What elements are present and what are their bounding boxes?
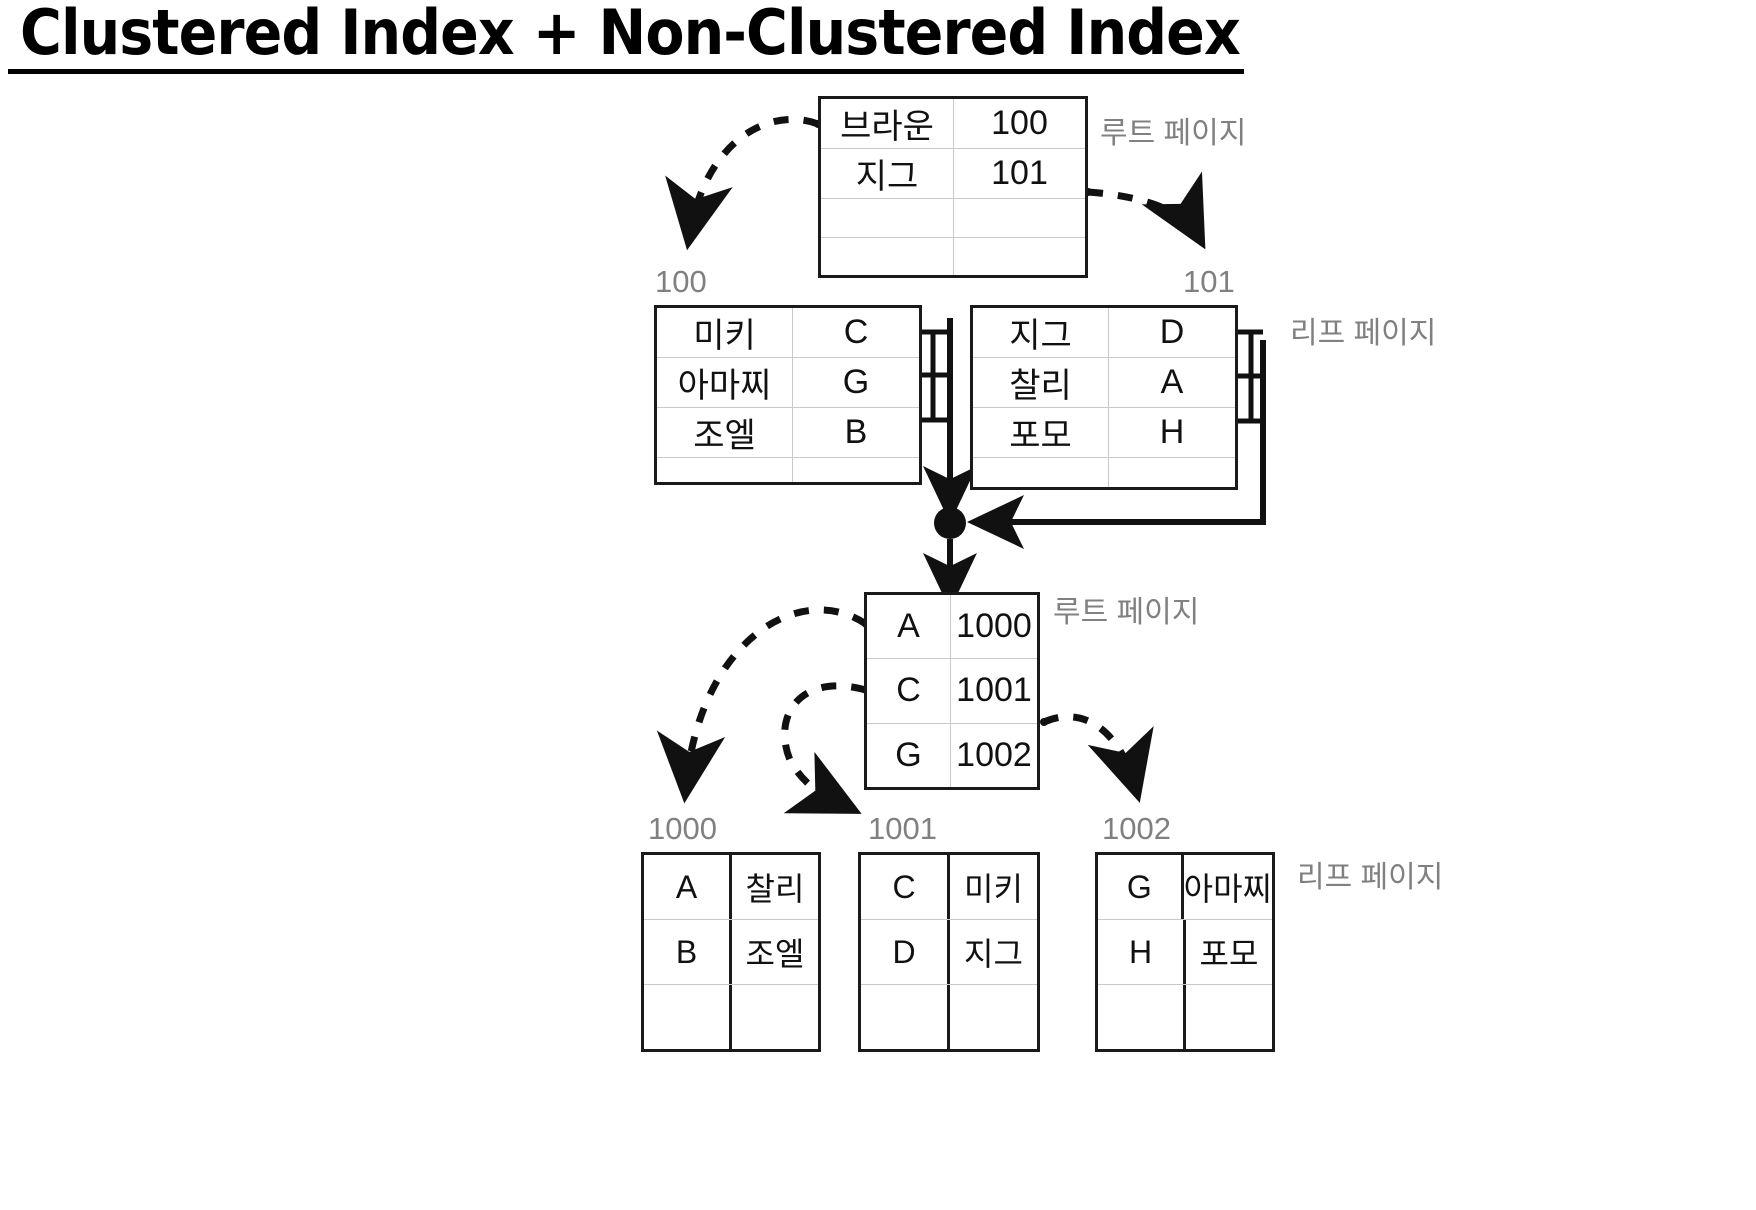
cell-key: 미키 xyxy=(657,308,793,357)
cell-key: A xyxy=(867,595,951,659)
cell-key: G xyxy=(867,723,951,787)
cell-value: 101 xyxy=(991,154,1048,192)
cell-key: C xyxy=(861,855,950,919)
page-title: Clustered Index + Non-Clustered Index xyxy=(20,0,1241,69)
clustered-root-table[interactable]: 브라운 100 지그 101 xyxy=(818,96,1088,278)
cell-key: B xyxy=(644,920,732,984)
cell-value: 1000 xyxy=(956,607,1032,646)
clustered-leaf-table-100[interactable]: 미키 C 아마찌 G 조엘 B xyxy=(654,305,922,485)
clustered-leaf-table-101[interactable]: 지그 D 찰리 A 포모 H xyxy=(970,305,1238,490)
cell-key xyxy=(644,985,732,1049)
cell-key xyxy=(973,458,1109,487)
table-row[interactable]: 브라운 100 xyxy=(821,99,1085,148)
cell-key: 조엘 xyxy=(657,408,793,457)
cell-value: D xyxy=(1159,313,1185,351)
table-row[interactable]: 지그 D xyxy=(973,308,1235,357)
arrow-root2-to-leaf1002 xyxy=(1040,713,1154,803)
arrow-root1-to-leaf101 xyxy=(1084,171,1206,250)
table-row[interactable]: 지그 101 xyxy=(821,148,1085,198)
cell-key: A xyxy=(644,855,732,919)
table-row[interactable]: C 미키 xyxy=(861,855,1037,919)
nonclustered-root-table[interactable]: A 1000 C 1001 G 1002 xyxy=(864,592,1040,790)
nonclustered-leaf-page-caption: 리프 페이지 xyxy=(1297,861,1444,894)
cell-value: 조엘 xyxy=(745,936,805,972)
table-row[interactable]: D 지그 xyxy=(861,919,1037,984)
table-row[interactable] xyxy=(861,984,1037,1049)
cell-key xyxy=(861,985,950,1049)
cell-value: H xyxy=(1159,413,1185,451)
cell-key xyxy=(657,458,793,482)
nonclustered-leaf-table-1002[interactable]: G 아마찌 H 포모 xyxy=(1095,852,1275,1052)
cell-value xyxy=(950,985,1037,1049)
cell-key: 지그 xyxy=(973,308,1109,357)
cell-value: 아마찌 xyxy=(1183,871,1272,907)
cell-value: A xyxy=(1160,363,1184,401)
cell-key xyxy=(821,199,954,237)
cell-value: 1002 xyxy=(956,735,1032,774)
nonclustered-leaf-table-1000[interactable]: A 찰리 B 조엘 xyxy=(641,852,821,1052)
table-row[interactable]: A 찰리 xyxy=(644,855,818,919)
cell-value: B xyxy=(844,413,868,451)
page-id-1001: 1001 xyxy=(868,811,937,846)
page-id-101: 101 xyxy=(1183,264,1235,299)
cell-value: C xyxy=(843,313,869,351)
cell-value xyxy=(793,458,919,482)
cell-value xyxy=(732,985,818,1049)
table-row[interactable]: A 1000 xyxy=(867,595,1037,659)
table-row[interactable] xyxy=(821,236,1085,276)
cell-key: D xyxy=(861,920,950,984)
table-row[interactable]: 조엘 B xyxy=(657,407,919,457)
cell-value xyxy=(954,238,1085,276)
page-id-100: 100 xyxy=(655,264,707,299)
arrow-root2-to-leaf1001 xyxy=(781,682,870,814)
junction-dot xyxy=(934,507,966,539)
cell-key: C xyxy=(867,659,951,723)
cell-value: 100 xyxy=(991,104,1048,142)
cell-value: 지그 xyxy=(964,936,1023,972)
cell-key xyxy=(1098,985,1186,1049)
table-row[interactable]: 포모 H xyxy=(973,407,1235,457)
cell-key: 포모 xyxy=(973,408,1109,457)
cell-value: 미키 xyxy=(964,871,1023,907)
table-row[interactable]: H 포모 xyxy=(1098,919,1272,984)
table-row[interactable]: B 조엘 xyxy=(644,919,818,984)
cell-value xyxy=(1109,458,1235,487)
cell-value: 찰리 xyxy=(745,871,805,907)
arrow-root2-to-leaf1000 xyxy=(656,606,870,804)
table-row[interactable] xyxy=(644,984,818,1049)
nonclustered-leaf-table-1001[interactable]: C 미키 D 지그 xyxy=(858,852,1040,1052)
cell-key: 찰리 xyxy=(973,358,1109,407)
cell-value xyxy=(1186,985,1272,1049)
table-row[interactable] xyxy=(821,198,1085,237)
page-id-1002: 1002 xyxy=(1102,811,1171,846)
table-row[interactable]: 찰리 A xyxy=(973,357,1235,407)
table-row[interactable]: G 1002 xyxy=(867,722,1037,787)
table-row[interactable]: 아마찌 G xyxy=(657,357,919,407)
table-row[interactable] xyxy=(973,457,1235,487)
table-row[interactable]: 미키 C xyxy=(657,308,919,357)
table-row[interactable]: G 아마찌 xyxy=(1098,855,1272,919)
cell-key: 지그 xyxy=(821,149,954,198)
cell-value: 포모 xyxy=(1199,936,1259,972)
title-underline xyxy=(8,69,1244,74)
bracket-leaf100 xyxy=(922,329,947,423)
cell-key: 브라운 xyxy=(821,99,954,148)
cell-key: G xyxy=(1098,855,1184,919)
nonclustered-root-page-caption: 루트 페이지 xyxy=(1053,596,1200,629)
cell-value: 1001 xyxy=(956,671,1032,710)
cell-key xyxy=(821,237,954,275)
clustered-leaf-page-caption: 리프 페이지 xyxy=(1290,317,1437,350)
cell-key: H xyxy=(1098,920,1186,984)
table-row[interactable] xyxy=(657,457,919,482)
cell-value: G xyxy=(842,363,870,401)
cell-value xyxy=(954,199,1085,237)
table-row[interactable]: C 1001 xyxy=(867,658,1037,723)
bracket-leaf101 xyxy=(1238,329,1263,424)
arrow-root1-to-leaf100 xyxy=(665,115,822,251)
clustered-root-page-caption: 루트 페이지 xyxy=(1100,117,1247,150)
page-id-1000: 1000 xyxy=(648,811,717,846)
cell-key: 아마찌 xyxy=(657,358,793,407)
table-row[interactable] xyxy=(1098,984,1272,1049)
